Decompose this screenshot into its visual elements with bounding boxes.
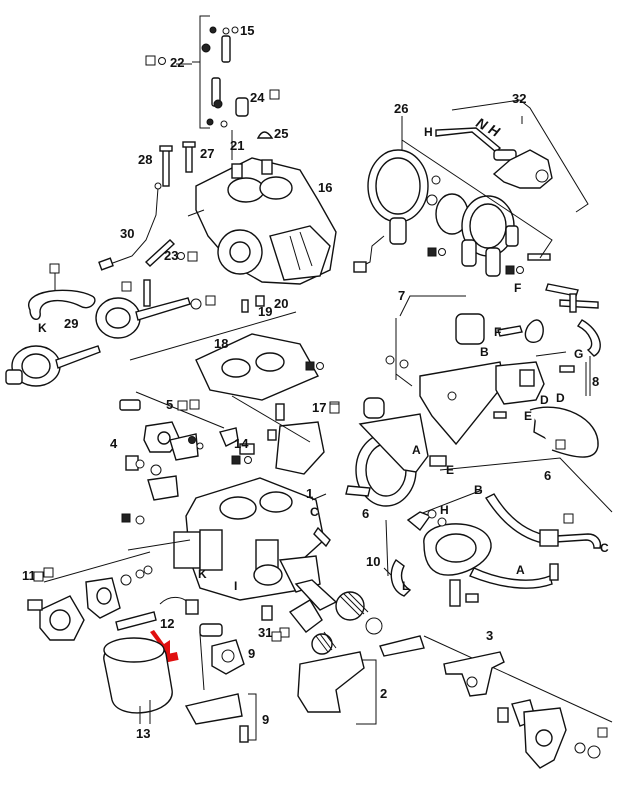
hose-group-6 — [419, 457, 613, 589]
callout-10: 10 — [366, 554, 380, 569]
group-26-leader — [401, 116, 553, 259]
callout-16: 16 — [318, 180, 332, 195]
callout-labels: 15 22 24 25 21 28 27 16 26 32 30 23 29 1… — [22, 23, 599, 741]
cable-30 — [98, 182, 176, 271]
carb-top-cover-16 — [187, 157, 337, 285]
callout-26: 26 — [394, 101, 408, 116]
callout-18: 18 — [214, 336, 228, 351]
letter-L: L — [402, 579, 409, 593]
callout-28: 28 — [138, 152, 152, 167]
marker-square-8 — [555, 439, 566, 450]
callout-19: 19 — [258, 304, 272, 319]
pulldown-unit-18 — [5, 279, 297, 387]
callout-6-left: 6 — [362, 506, 369, 521]
parts-stack-15-22 — [201, 26, 274, 160]
callout-9-lower: 9 — [262, 712, 269, 727]
solenoid-assembly-7-8 — [385, 295, 601, 458]
parts-9-13 — [103, 605, 290, 743]
vacuum-unit-10 — [383, 509, 492, 607]
marker-square-29 — [49, 263, 60, 274]
callout-32: 32 — [512, 91, 526, 106]
letter-D-left: D — [540, 393, 549, 407]
letter-A-mid: A — [412, 443, 421, 457]
callout-15: 15 — [240, 23, 254, 38]
carb-body-1 — [173, 477, 338, 611]
letter-G: G — [574, 347, 583, 361]
marker-square-6 — [563, 513, 574, 524]
callout-5: 5 — [166, 397, 173, 412]
callout-13: 13 — [136, 726, 150, 741]
callout-11: 11 — [22, 568, 36, 583]
callout-8: 8 — [592, 374, 599, 389]
callout-23: 23 — [164, 248, 178, 263]
section-leaders — [127, 63, 311, 724]
callout-22: 22 — [170, 55, 184, 70]
letter-B-lower: B — [474, 483, 483, 497]
linkage-2 — [288, 591, 425, 725]
parts-4-5 — [119, 391, 225, 501]
callout-14: 14 — [234, 436, 249, 451]
letter-K-left: K — [38, 321, 47, 335]
letter-C-body: C — [310, 505, 319, 519]
parts-14-17 — [219, 401, 340, 475]
group-22-bracket — [145, 15, 210, 129]
letter-A-lower: A — [516, 563, 525, 577]
callout-2: 2 — [380, 686, 387, 701]
letter-K-body: K — [198, 567, 207, 581]
hose-29 — [28, 263, 96, 320]
callout-17: 17 — [312, 400, 326, 415]
marker-square-11 — [43, 567, 54, 578]
callout-3: 3 — [486, 628, 493, 643]
vacuum-unit-26 — [353, 149, 551, 277]
diaphragm-6 — [345, 397, 447, 507]
label-markers — [33, 89, 340, 642]
letter-H-top: H — [424, 125, 433, 139]
callout-29: 29 — [64, 316, 78, 331]
gasket — [195, 333, 324, 401]
callout-31: 31 — [258, 625, 272, 640]
callout-27: 27 — [200, 146, 214, 161]
letter-I: I — [234, 579, 237, 593]
callout-7: 7 — [398, 288, 405, 303]
letter-E-mid: E — [446, 463, 454, 477]
hose-32 — [435, 99, 589, 213]
marker-square-3 — [597, 727, 608, 738]
callout-24: 24 — [250, 90, 265, 105]
callout-21: 21 — [230, 138, 244, 153]
letter-B-mid: B — [480, 345, 489, 359]
letter-E-right: E — [524, 409, 532, 423]
callout-12: 12 — [160, 616, 174, 631]
callout-1: 1 — [306, 486, 313, 501]
letter-F-top: F — [514, 281, 521, 295]
letter-F-mid: F — [494, 325, 501, 339]
callout-20: 20 — [274, 296, 288, 311]
screws-19-20 — [241, 295, 265, 313]
marker-square-18a — [121, 281, 132, 292]
callout-4: 4 — [110, 436, 118, 451]
callout-30: 30 — [120, 226, 134, 241]
callout-9-upper: 9 — [248, 646, 255, 661]
callout-25: 25 — [274, 126, 288, 141]
marker-circle-22 — [158, 57, 166, 65]
letter-C-right: C — [600, 541, 609, 555]
marker-square-5 — [189, 399, 200, 410]
bolts-27-28 — [159, 141, 196, 187]
lever-3 — [423, 635, 613, 769]
parts-11-12 — [27, 551, 223, 641]
letter-D-right: D — [556, 391, 565, 405]
hose-connectors-F — [545, 283, 599, 313]
letter-H-lower: H — [440, 503, 449, 517]
callout-6-right: 6 — [544, 468, 551, 483]
marker-square-22 — [145, 55, 156, 66]
